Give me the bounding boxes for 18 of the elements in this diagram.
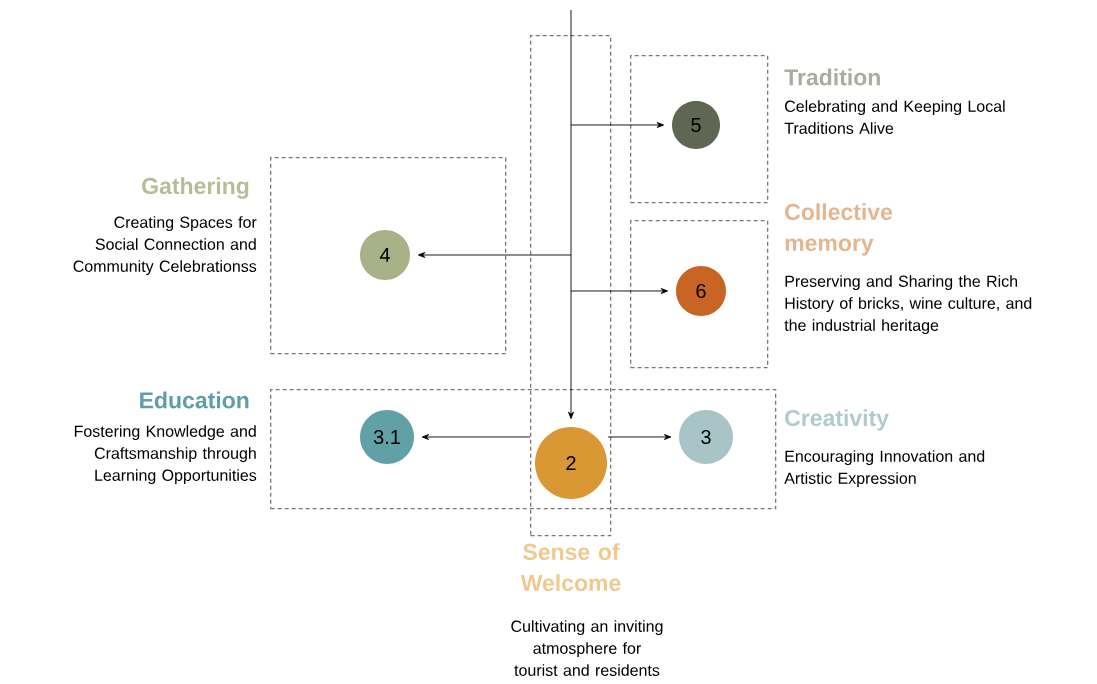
description: Creating Spaces for Social Connection and Community Celebrationss — [73, 216, 257, 276]
arrow — [418, 252, 572, 258]
heading: Creativity — [785, 409, 889, 431]
arrow — [570, 122, 665, 128]
description: Celebrating and Keeping Local Traditions Alive — [784, 100, 1005, 134]
arrow — [568, 9, 574, 419]
description: Cultivating an inviting atmosphere for tourist and residents — [511, 620, 663, 676]
arrow — [570, 288, 669, 294]
description: Preserving and Sharing the Rich History of bricks, wine culture, and the industrial heritage — [784, 275, 1032, 335]
heading: Sense of Welcome — [520, 543, 621, 592]
heading: Collective memory — [785, 203, 893, 256]
heading: Gathering — [142, 177, 249, 199]
description: Fostering Knowledge and Craftsmanship through Learning Opportunities — [74, 425, 257, 485]
heading: Tradition — [784, 68, 880, 86]
arrow — [421, 434, 531, 440]
description: Encouraging Innovation and Artistic Expression — [784, 450, 985, 488]
arrow — [607, 434, 672, 440]
heading: Education — [140, 391, 249, 409]
